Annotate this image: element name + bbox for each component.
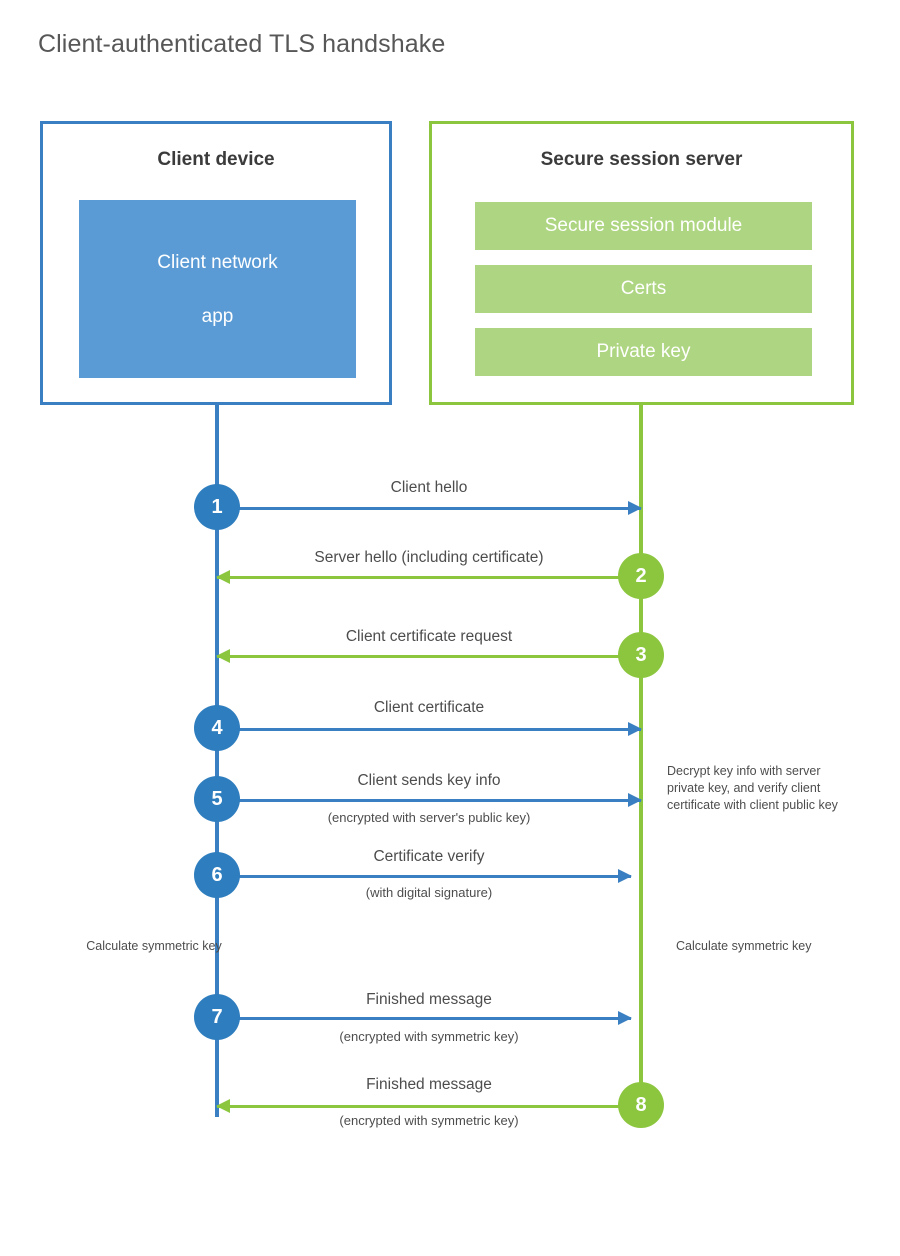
arrow-step-6 — [217, 869, 632, 883]
server-bar-certs: Certs — [475, 265, 812, 313]
message-label-step-7: Finished message — [366, 991, 492, 1008]
step-badge-7: 7 — [194, 994, 240, 1040]
note-server-calculate-symmetric-key: Calculate symmetric key — [676, 939, 812, 953]
message-sublabel-step-6: (with digital signature) — [365, 885, 493, 900]
arrow-step-4 — [217, 722, 642, 736]
client-network-app-box: Client network app — [79, 200, 356, 378]
step-badge-3: 3 — [618, 632, 664, 678]
step-badge-5: 5 — [194, 776, 240, 822]
step-badge-1: 1 — [194, 484, 240, 530]
client-device-panel: Client device Client network app — [40, 121, 392, 405]
arrowhead-right-icon — [628, 722, 642, 736]
arrow-step-3 — [216, 649, 641, 663]
arrow-shaft — [217, 655, 641, 658]
arrow-shaft — [217, 728, 641, 731]
message-sublabel-step-8: (encrypted with symmetric key) — [339, 1113, 519, 1128]
step-badge-6: 6 — [194, 852, 240, 898]
arrow-shaft — [217, 875, 631, 878]
arrow-shaft — [217, 507, 641, 510]
client-network-app-label-line1: Client network — [157, 251, 278, 273]
message-label-step-3: Client certificate request — [345, 628, 513, 645]
arrowhead-left-icon — [216, 570, 230, 584]
arrowhead-right-icon — [618, 1011, 632, 1025]
secure-session-server-title: Secure session server — [540, 149, 743, 170]
arrow-step-5 — [217, 793, 642, 807]
arrowhead-right-icon — [628, 501, 642, 515]
note-server-decrypt-verify: Decrypt key info with server private key… — [667, 764, 838, 812]
step-badge-2: 2 — [618, 553, 664, 599]
message-label-step-8: Finished message — [366, 1076, 492, 1093]
message-label-step-2: Server hello (including certificate) — [314, 549, 544, 566]
arrowhead-right-icon — [628, 793, 642, 807]
arrow-step-8 — [216, 1099, 641, 1113]
server-bar-secure-session-module: Secure session module — [475, 202, 812, 250]
secure-session-server-panel: Secure session server Secure session mod… — [429, 121, 854, 405]
server-lifeline — [639, 405, 643, 1107]
arrow-step-1 — [217, 501, 642, 515]
message-label-step-5: Client sends key info — [357, 772, 501, 789]
arrowhead-left-icon — [216, 1099, 230, 1113]
arrow-shaft — [217, 1105, 641, 1108]
server-bar-private-key: Private key — [475, 328, 812, 376]
message-sublabel-step-7: (encrypted with symmetric key) — [339, 1029, 519, 1044]
step-badge-8: 8 — [618, 1082, 664, 1128]
arrow-shaft — [217, 576, 641, 579]
page-title: Client-authenticated TLS handshake — [38, 30, 446, 58]
note-client-calculate-symmetric-key: Calculate symmetric key — [86, 939, 222, 953]
client-network-app-label-line2: app — [201, 305, 234, 327]
client-device-title: Client device — [157, 149, 275, 170]
client-lifeline — [215, 405, 219, 1117]
arrow-step-2 — [216, 570, 641, 584]
message-label-step-4: Client certificate — [373, 699, 485, 716]
arrow-shaft — [217, 1017, 631, 1020]
message-label-step-1: Client hello — [390, 479, 468, 496]
step-badge-4: 4 — [194, 705, 240, 751]
arrowhead-right-icon — [618, 869, 632, 883]
message-sublabel-step-5: (encrypted with server's public key) — [327, 810, 531, 825]
message-label-step-6: Certificate verify — [373, 848, 485, 865]
arrow-step-7 — [217, 1011, 632, 1025]
arrowhead-left-icon — [216, 649, 230, 663]
arrow-shaft — [217, 799, 641, 802]
